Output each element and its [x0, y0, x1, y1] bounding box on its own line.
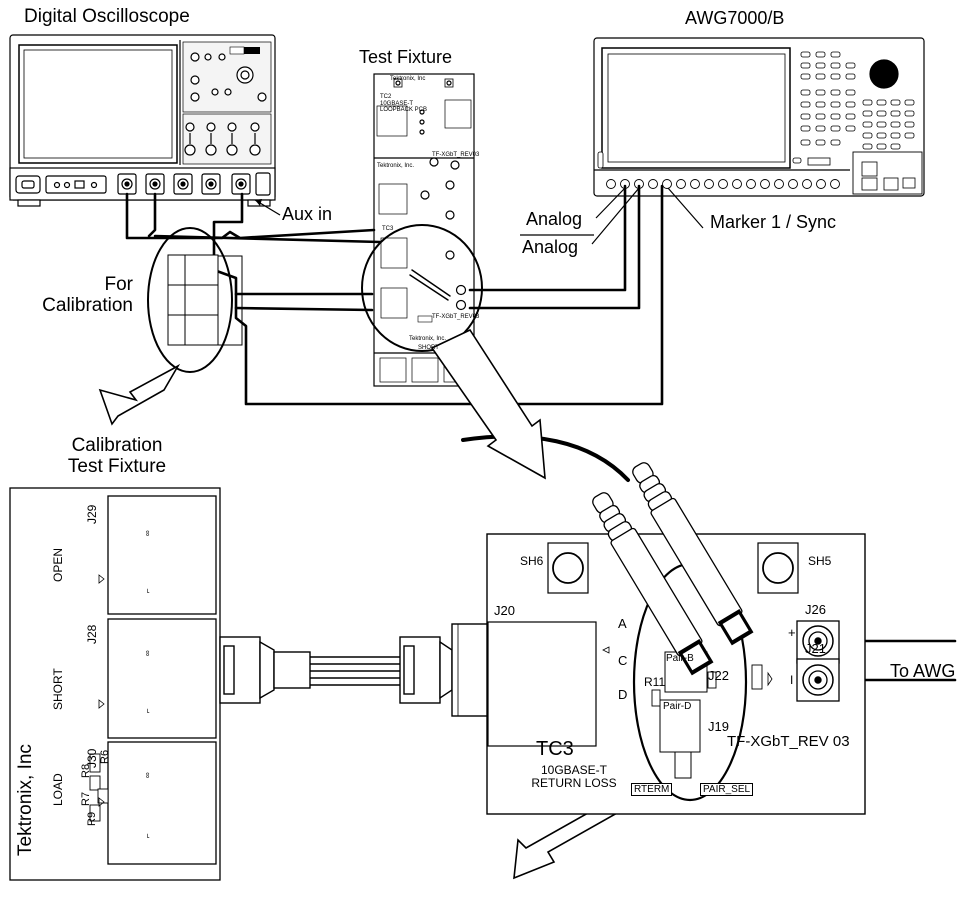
tc3-subtitle: 10GBASE-T RETURN LOSS: [531, 763, 617, 791]
tf-brand-top: Tektronix, Inc: [390, 76, 426, 82]
tc3-j21-label: J21: [805, 641, 826, 656]
coax-connector-cable: [219, 623, 489, 717]
tc3-pair-d-label: Pair-D: [663, 701, 692, 712]
cal-j28-label: J28: [85, 624, 99, 644]
tc3-j20-label: J20: [494, 603, 515, 618]
tc3-sh6-label: SH6: [520, 554, 544, 568]
tf-rev-mid: TF-XGbT_REV03: [432, 152, 480, 158]
tc3-pair-sel-box: PAIR_SEL: [700, 783, 754, 796]
tf-brand-bottom: Tektronix, Inc.: [409, 336, 447, 342]
tc3-name: TC3: [536, 738, 574, 760]
tf-short: SHORT: [418, 345, 439, 351]
tf-tc3-small: TC3: [382, 226, 394, 232]
triangle-markers: [98, 574, 105, 807]
cal-open-label: OPEN: [51, 547, 65, 582]
cal-pin-bottom-2: ⌐: [143, 708, 152, 713]
marker-sync-label: Marker 1 / Sync: [710, 212, 837, 232]
tc3-r11-label: R11: [644, 675, 666, 689]
tf-brand-mid: Tektronix, Inc.: [377, 163, 415, 169]
calibration-test-fixture-label: Calibration Test Fixture: [67, 435, 167, 477]
tc3-plus-label: +: [788, 625, 796, 640]
cal-r8-label: R8: [80, 763, 92, 778]
tc3-pair-c-letter: C: [618, 653, 628, 668]
tc3-rterm-box: RTERM: [631, 783, 673, 796]
to-awg-label: To AWG: [890, 661, 956, 681]
tf-tc2: TC2: [380, 94, 392, 100]
tc3-i-label: I: [790, 673, 794, 687]
test-fixture-board: [373, 73, 475, 387]
test-fixture-title: Test Fixture: [359, 47, 453, 67]
tc3-pair-b-label: Pair-B: [666, 653, 694, 664]
awg-title: AWG7000/B: [685, 8, 785, 28]
tc3-sh5-label: SH5: [808, 554, 832, 568]
cal-j29-label: J29: [85, 504, 99, 524]
oscilloscope-title: Digital Oscilloscope: [24, 6, 190, 27]
tf-rev-low: TF-XGbT_REV03: [432, 314, 480, 320]
cal-pin-bottom-3: ⌐: [143, 833, 152, 838]
calibration-ellipse: [147, 227, 233, 373]
tc3-revision: TF-XGbT_REV 03: [727, 733, 850, 750]
tc3-magnify-ellipse: [361, 224, 483, 352]
tc3-j22-label: J22: [708, 668, 729, 683]
analog-label-1: Analog: [526, 209, 583, 229]
cal-r6-label: R6: [99, 749, 111, 764]
differential-probes: [592, 462, 754, 676]
cal-r9-label: R9: [86, 811, 98, 826]
calibration-test-fixture-board: [9, 487, 221, 881]
tc3-j19-label: J19: [708, 719, 729, 734]
cal-pin-top-3: ∞: [143, 772, 152, 778]
tc3-j26-label: J26: [805, 602, 826, 617]
aux-in-label: Aux in: [282, 204, 333, 224]
oscilloscope-instrument: [9, 34, 276, 207]
tc3-pair-a-letter: A: [618, 616, 627, 631]
tc3-board: [486, 533, 866, 815]
cal-brand-label: Tektronix, Inc: [15, 744, 36, 856]
tc3-pair-d-letter: D: [618, 687, 628, 702]
cal-load-label: LOAD: [51, 773, 65, 806]
for-calibration-label: For Calibration: [42, 274, 133, 316]
cal-short-label: SHORT: [51, 668, 65, 710]
cal-r7-label: R7: [80, 791, 92, 806]
analog-label-2: Analog: [522, 237, 579, 257]
cal-pin-bottom-1: ⌐: [143, 588, 152, 593]
tf-tc2-sub: 10GBASE-T LOOPBACK PCB: [380, 101, 428, 113]
cal-pin-top-2: ∞: [143, 650, 152, 656]
cal-pin-top-1: ∞: [143, 530, 152, 536]
awg-instrument: [593, 37, 925, 197]
small-calibration-fixture: [167, 254, 243, 346]
